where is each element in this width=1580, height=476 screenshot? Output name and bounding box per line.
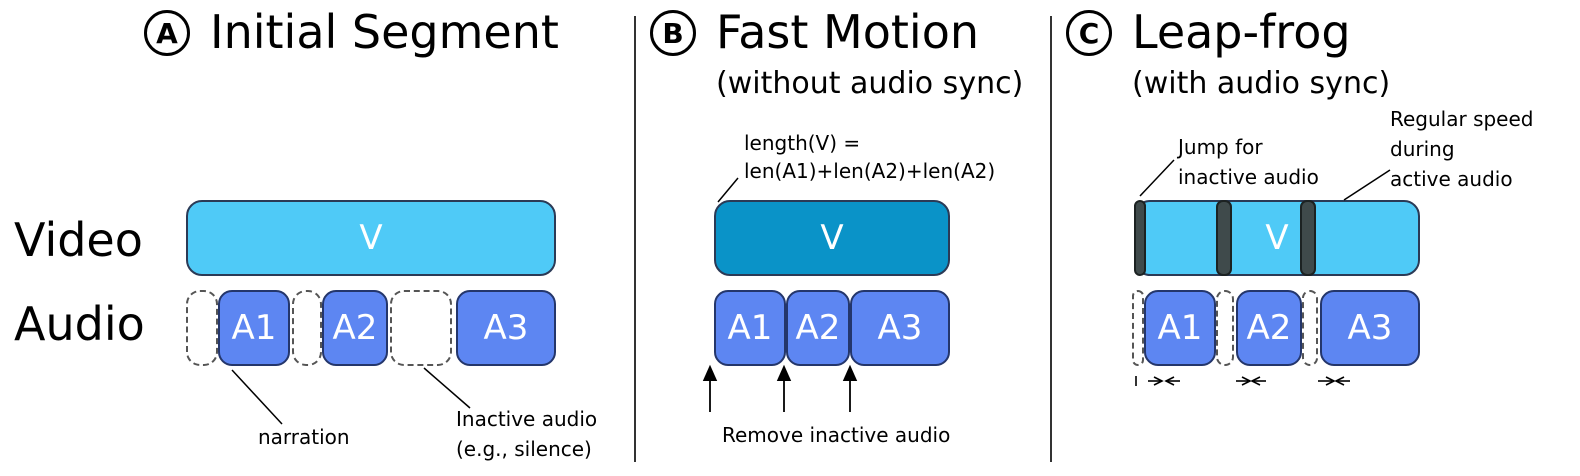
panel-a-title: Initial Segment [210,5,559,59]
compress-arrows [1135,376,1350,386]
panel-c-video-bar: V [1134,200,1420,276]
panel-b-title: Fast Motion [716,5,979,59]
panel-b-length-line2: len(A1)+len(A2)+len(A2) [744,159,996,183]
panel-c-jump-marker [1300,200,1316,276]
panel-a-audio-a3: A3 [456,290,556,366]
narration-leader [231,369,283,425]
regular-speed-leader [1343,169,1391,201]
panel-c-inactive-audio-gap [1216,290,1234,366]
panel-c-inactive-audio-gap [1132,290,1144,366]
panel-c-audio-a3: A3 [1320,290,1420,366]
panel-c-regular-note-line2: during [1390,137,1455,161]
panel-a-video-bar: V [186,200,556,276]
panel-c-subtitle: (with audio sync) [1132,66,1391,101]
panel-b-remove-note: Remove inactive audio [722,423,951,447]
panel-a-inactive-audio-gap [390,290,452,366]
panel-c-jump-note-line2: inactive audio [1178,165,1319,189]
panel-a-audio-a1: A1 [218,290,290,366]
panel-a-narration-note: narration [258,425,350,449]
panel-c-badge: C [1066,10,1112,56]
panel-a-inactive-note-line2: (e.g., silence) [456,437,592,461]
panel-c-audio-a1: A1 [1144,290,1216,366]
panel-c-inactive-audio-gap [1302,290,1318,366]
panel-b-audio-a3: A3 [850,290,950,366]
panel-b-audio-a2: A2 [786,290,850,366]
panel-c-jump-marker [1216,200,1232,276]
panel-b-badge: B [650,10,696,56]
panel-a-audio-a2: A2 [322,290,388,366]
length-leader [717,177,739,203]
panel-a-badge: A [144,10,190,56]
panel-b-audio-a1: A1 [714,290,786,366]
panel-a-inactive-note-line1: Inactive audio [456,407,598,431]
video-row-label: Video [14,213,143,267]
audio-row-label: Audio [14,297,145,351]
panel-a-inactive-audio-gap [186,290,218,366]
panel-divider [1050,16,1052,462]
panel-c-regular-note-line3: active audio [1390,167,1513,191]
panel-a-inactive-audio-gap [292,290,322,366]
panel-c-jump-note-line1: Jump for [1178,135,1263,159]
panel-c-title: Leap-frog [1132,5,1351,59]
jump-leader [1139,159,1175,197]
panel-b-subtitle: (without audio sync) [716,66,1024,101]
panel-divider [634,16,636,462]
panel-c-jump-marker [1134,200,1146,276]
inactive-audio-leader [423,367,471,409]
panel-c-regular-note-line1: Regular speed [1390,107,1534,131]
panel-c-audio-a2: A2 [1236,290,1302,366]
panel-b-video-bar: V [714,200,950,276]
panel-b-length-line1: length(V) = [744,131,861,155]
